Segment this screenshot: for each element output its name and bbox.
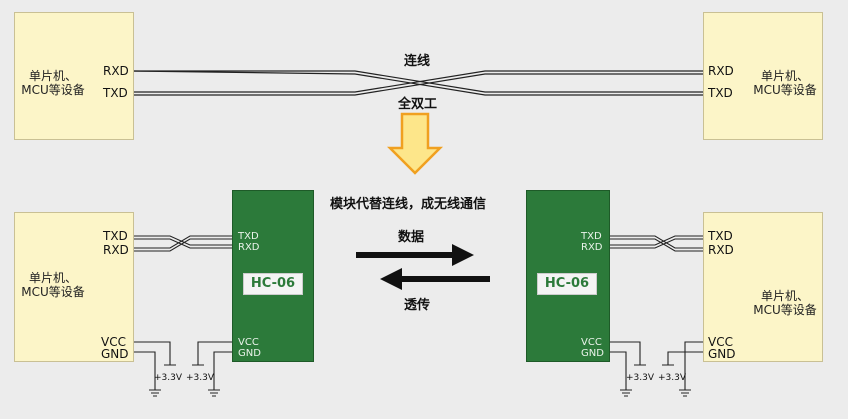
- pin-txd: TXD: [708, 86, 733, 100]
- bottom-right-mcu-box: TXD RXD 单片机、 MCU等设备 VCC GND: [703, 212, 823, 362]
- pin-gnd: GND: [708, 347, 736, 361]
- top-left-mcu-label: 单片机、 MCU等设备: [19, 69, 87, 97]
- pin-rxd: RXD: [103, 243, 129, 257]
- pin-txd: TXD: [103, 86, 128, 100]
- module-name: HC-06: [537, 273, 597, 295]
- bottom-left-mcu-box: TXD RXD 单片机、 MCU等设备 VCC GND: [14, 212, 134, 362]
- module-pin-vcc: VCC: [581, 337, 602, 348]
- mcu-label-line1: 单片机、: [760, 69, 809, 83]
- passthrough-label: 透传: [404, 298, 431, 313]
- top-left-mcu-box: 单片机、 MCU等设备 RXD TXD: [14, 12, 134, 140]
- module-pin-vcc: VCC: [238, 337, 259, 348]
- right-ground-icons: [620, 364, 691, 397]
- module-pin-rxd: RXD: [581, 242, 603, 253]
- left-v2-label: +3.3V: [186, 373, 215, 383]
- left-v1-label: +3.3V: [154, 373, 183, 383]
- right-module-wires: [610, 235, 703, 390]
- module-pin-rxd: RXD: [238, 242, 260, 253]
- left-module-wires: [131, 235, 236, 390]
- bottom-right-mcu-label: 单片机、 MCU等设备: [748, 289, 822, 317]
- mcu-label-line1: 单片机、: [760, 289, 809, 303]
- pin-rxd: RXD: [103, 64, 129, 78]
- mcu-label-line2: MCU等设备: [21, 285, 85, 299]
- pin-gnd: GND: [101, 347, 129, 361]
- left-hc06-module: TXD RXD HC-06 VCC GND: [232, 190, 314, 362]
- mcu-label-line1: 单片机、: [28, 69, 77, 83]
- top-right-mcu-label: 单片机、 MCU等设备: [748, 69, 822, 97]
- pin-txd: TXD: [103, 229, 128, 243]
- right-v2-label: +3.3V: [658, 373, 687, 383]
- passthrough-left-arrow-icon: [380, 268, 490, 290]
- module-pin-txd: TXD: [238, 231, 259, 242]
- pin-vcc: VCC: [708, 335, 733, 349]
- pin-rxd: RXD: [708, 243, 734, 257]
- mcu-label-line2: MCU等设备: [753, 303, 817, 317]
- pin-txd: TXD: [708, 229, 733, 243]
- duplex-label: 全双工: [398, 97, 438, 112]
- wire-txd-to-txd-double: [131, 73, 703, 96]
- right-hc06-module: TXD RXD HC-06 VCC GND: [526, 190, 610, 362]
- bottom-left-mcu-label: 单片机、 MCU等设备: [19, 271, 87, 299]
- mcu-label-line1: 单片机、: [28, 271, 77, 285]
- pin-vcc: VCC: [101, 335, 126, 349]
- left-ground-icons: [149, 364, 220, 397]
- module-name: HC-06: [243, 273, 303, 295]
- pin-rxd: RXD: [708, 64, 734, 78]
- module-pin-gnd: GND: [581, 348, 604, 359]
- wire-txd-to-txd: [131, 70, 703, 93]
- wire-label: 连线: [404, 54, 431, 69]
- replace-caption: 模块代替连线，成无线通信: [330, 197, 487, 212]
- data-label: 数据: [398, 230, 425, 245]
- mcu-label-line2: MCU等设备: [21, 83, 85, 97]
- data-right-arrow-icon: [356, 244, 474, 266]
- top-right-mcu-box: RXD TXD 单片机、 MCU等设备: [703, 12, 823, 140]
- mcu-label-line2: MCU等设备: [753, 83, 817, 97]
- top-cross-wires: [130, 70, 703, 96]
- module-pin-gnd: GND: [238, 348, 261, 359]
- down-arrow-icon: [386, 112, 444, 175]
- module-pin-txd: TXD: [581, 231, 602, 242]
- right-v1-label: +3.3V: [626, 373, 655, 383]
